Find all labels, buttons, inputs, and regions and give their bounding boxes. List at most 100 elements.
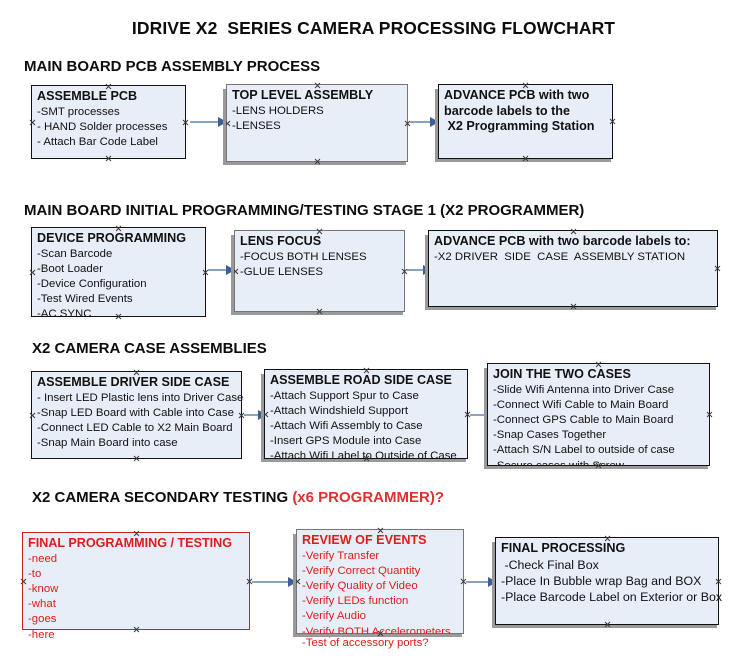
node-line: -Attach Support Spur to Case — [270, 389, 419, 402]
node-line: -Attach Windshield Support — [270, 404, 409, 417]
node-line: -goes — [28, 613, 57, 626]
node-title: REVIEW OF EVENTS — [302, 533, 427, 547]
node-assemble-driver-side-case[interactable]: ASSEMBLE DRIVER SIDE CASE - Insert LED P… — [31, 371, 244, 462]
connector-handle-bottom[interactable] — [314, 158, 321, 165]
node-title: ASSEMBLE PCB — [37, 89, 138, 103]
node-line: -AC SYNC — [37, 308, 92, 321]
arrow-shaft — [410, 121, 438, 123]
arrow-shaft — [466, 581, 496, 583]
arrow-shaft — [208, 269, 234, 271]
arrow-head — [226, 265, 235, 275]
node-title: ASSEMBLE DRIVER SIDE CASE — [37, 375, 230, 389]
node-line: -Connect GPS Cable to Main Board — [493, 413, 674, 426]
node-title: FINAL PROGRAMMING / TESTING — [28, 536, 233, 550]
node-advance-pcb-to-programming-station[interactable]: ADVANCE PCB with two barcode labels to t… — [435, 84, 613, 162]
node-assemble-pcb[interactable]: ASSEMBLE PCB -SMT processes - HAND Solde… — [31, 85, 186, 159]
node-body: DEVICE PROGRAMMING -Scan Barcode -Boot L… — [32, 228, 205, 323]
node-body: ASSEMBLE PCB -SMT processes - HAND Solde… — [32, 86, 185, 150]
node-join-the-two-cases[interactable]: JOIN THE TWO CASES -Slide Wifi Antenna i… — [484, 363, 710, 472]
node-body: ASSEMBLE DRIVER SIDE CASE - Insert LED P… — [32, 372, 244, 451]
node-line: -X2 DRIVER SIDE CASE ASSEMBLY STATION — [434, 250, 686, 263]
node-advance-pcb-to-driver-side[interactable]: ADVANCE PCB with two barcode labels to: … — [425, 230, 721, 310]
node-line: -FOCUS BOTH LENSES — [240, 250, 367, 263]
node-line: -Snap Cases Together — [493, 429, 607, 442]
section-heading-4: X2 CAMERA SECONDARY TESTING (x6 PROGRAMM… — [32, 489, 444, 506]
section-heading-4-text: X2 CAMERA SECONDARY TESTING — [32, 489, 293, 506]
node-line: -Insert GPS Module into Case — [270, 435, 422, 448]
node-title: TOP LEVEL ASSEMBLY — [232, 88, 374, 102]
connector-handle-bottom[interactable] — [522, 155, 529, 162]
arrow-assemble-pcb-to-top-level — [190, 117, 227, 127]
node-title-line2: barcode labels to the — [444, 103, 570, 118]
connector-handle-right[interactable] — [714, 265, 721, 272]
node-line: -Slide Wifi Antenna into Driver Case — [493, 383, 675, 396]
node-top-level-assembly[interactable]: TOP LEVEL ASSEMBLY -LENS HOLDERS -LENSES — [223, 84, 408, 165]
node-line: -Place In Bubble wrap Bag and BOX — [501, 573, 702, 588]
node-title: ADVANCE PCB with two — [444, 88, 590, 102]
node-title: ASSEMBLE ROAD SIDE CASE — [270, 373, 452, 387]
node-line: -Boot Loader — [37, 262, 103, 275]
arrow-head — [288, 577, 297, 587]
page-title: IDRIVE X2 SERIES CAMERA PROCESSING FLOWC… — [131, 18, 616, 38]
node-device-programming[interactable]: DEVICE PROGRAMMING -Scan Barcode -Boot L… — [31, 227, 206, 320]
connector-handle-bottom[interactable] — [133, 455, 140, 462]
node-body: TOP LEVEL ASSEMBLY -LENS HOLDERS -LENSES — [227, 85, 407, 134]
connector-handle-bottom[interactable] — [316, 308, 323, 315]
arrow-shaft — [190, 121, 226, 123]
node-line: -Device Configuration — [37, 277, 147, 290]
node-lens-focus[interactable]: LENS FOCUS -FOCUS BOTH LENSES -GLUE LENS… — [231, 230, 405, 315]
node-line: -here — [28, 628, 55, 641]
node-line: -what — [28, 598, 56, 611]
node-review-of-events[interactable]: REVIEW OF EVENTS -Verify Transfer -Verif… — [293, 529, 464, 649]
node-line: -Snap Main Board into case — [37, 437, 178, 450]
node-body: FINAL PROCESSING -Check Final Box -Place… — [496, 538, 723, 605]
node-line: -Place Barcode Label on Exterior or Box — [501, 589, 723, 604]
node-line: -Attach Wifi Label to Outside of Case — [270, 450, 457, 463]
node-overflow-line: -Test of accessory ports? — [302, 637, 429, 649]
node-line: -Connect LED Cable to X2 Main Board — [37, 421, 233, 434]
arrow-device-programming-to-lens-focus — [208, 265, 235, 275]
node-line: -Verify LEDs function — [302, 595, 409, 608]
node-assemble-road-side-case[interactable]: ASSEMBLE ROAD SIDE CASE -Attach Support … — [261, 369, 468, 462]
connector-handle-bottom[interactable] — [604, 621, 611, 628]
node-line: -know — [28, 582, 59, 595]
connector-handle-bottom[interactable] — [105, 155, 112, 162]
node-line: -Snap LED Board with Cable into Case — [37, 406, 234, 419]
node-line: -SMT processes — [37, 105, 120, 118]
arrow-shaft — [470, 414, 492, 416]
node-body: JOIN THE TWO CASES -Slide Wifi Antenna i… — [488, 364, 709, 474]
section-heading-1: MAIN BOARD PCB ASSEMBLY PROCESS — [24, 58, 321, 75]
node-body: LENS FOCUS -FOCUS BOTH LENSES -GLUE LENS… — [235, 231, 404, 280]
node-line: -Check Final Box — [501, 557, 599, 572]
node-line: -GLUE LENSES — [240, 265, 323, 278]
node-final-processing[interactable]: FINAL PROCESSING -Check Final Box -Place… — [492, 537, 723, 628]
node-line: -Connect Wifi Cable to Main Board — [493, 398, 669, 411]
node-line: -Verify Quality of Video — [302, 579, 418, 592]
section-heading-2: MAIN BOARD INITIAL PROGRAMMING/TESTING S… — [24, 202, 585, 219]
node-line: - Insert LED Plastic lens into Driver Ca… — [37, 391, 244, 404]
node-line: -Scan Barcode — [37, 247, 113, 260]
node-final-programming-testing[interactable]: FINAL PROGRAMMING / TESTING -need -to -k… — [22, 532, 250, 641]
arrow-shaft — [252, 581, 296, 583]
arrow-final-programming-to-review-of-events — [252, 577, 297, 587]
node-title: FINAL PROCESSING — [501, 541, 626, 555]
node-title: DEVICE PROGRAMMING — [37, 231, 187, 245]
node-line: -Verify Transfer — [302, 549, 380, 562]
section-heading-4-accent: (x6 PROGRAMMER)? — [292, 489, 444, 506]
node-title: LENS FOCUS — [240, 234, 322, 248]
node-line: -Test Wired Events — [37, 293, 133, 306]
node-title: JOIN THE TWO CASES — [493, 367, 631, 381]
node-line: -Verify Correct Quantity — [302, 564, 421, 577]
node-body: ASSEMBLE ROAD SIDE CASE -Attach Support … — [265, 370, 467, 465]
arrow-head — [218, 117, 227, 127]
connector-handle-bottom[interactable] — [570, 303, 577, 310]
node-body: REVIEW OF EVENTS -Verify Transfer -Verif… — [297, 530, 463, 640]
arrow-top-level-to-advance-pcb — [410, 117, 439, 127]
node-line: -LENSES — [232, 119, 281, 132]
arrow-head — [430, 117, 439, 127]
node-body: FINAL PROGRAMMING / TESTING -need -to -k… — [23, 533, 249, 643]
node-line: -Attach Wifi Assembly to Case — [270, 419, 423, 432]
node-body: ADVANCE PCB with two barcode labels to: … — [429, 231, 717, 265]
node-line: -Attach S/N Label to outside of case — [493, 444, 675, 457]
